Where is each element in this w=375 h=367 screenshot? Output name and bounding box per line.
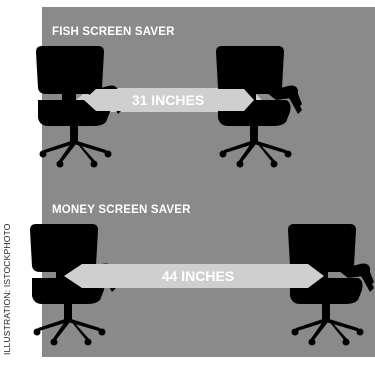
distance-label-31: 31 INCHES [110,92,226,108]
distance-label-44: 44 INCHES [130,268,266,284]
section-title-money: MONEY SCREEN SAVER [52,204,191,216]
section-title-fish: FISH SCREEN SAVER [52,26,175,38]
